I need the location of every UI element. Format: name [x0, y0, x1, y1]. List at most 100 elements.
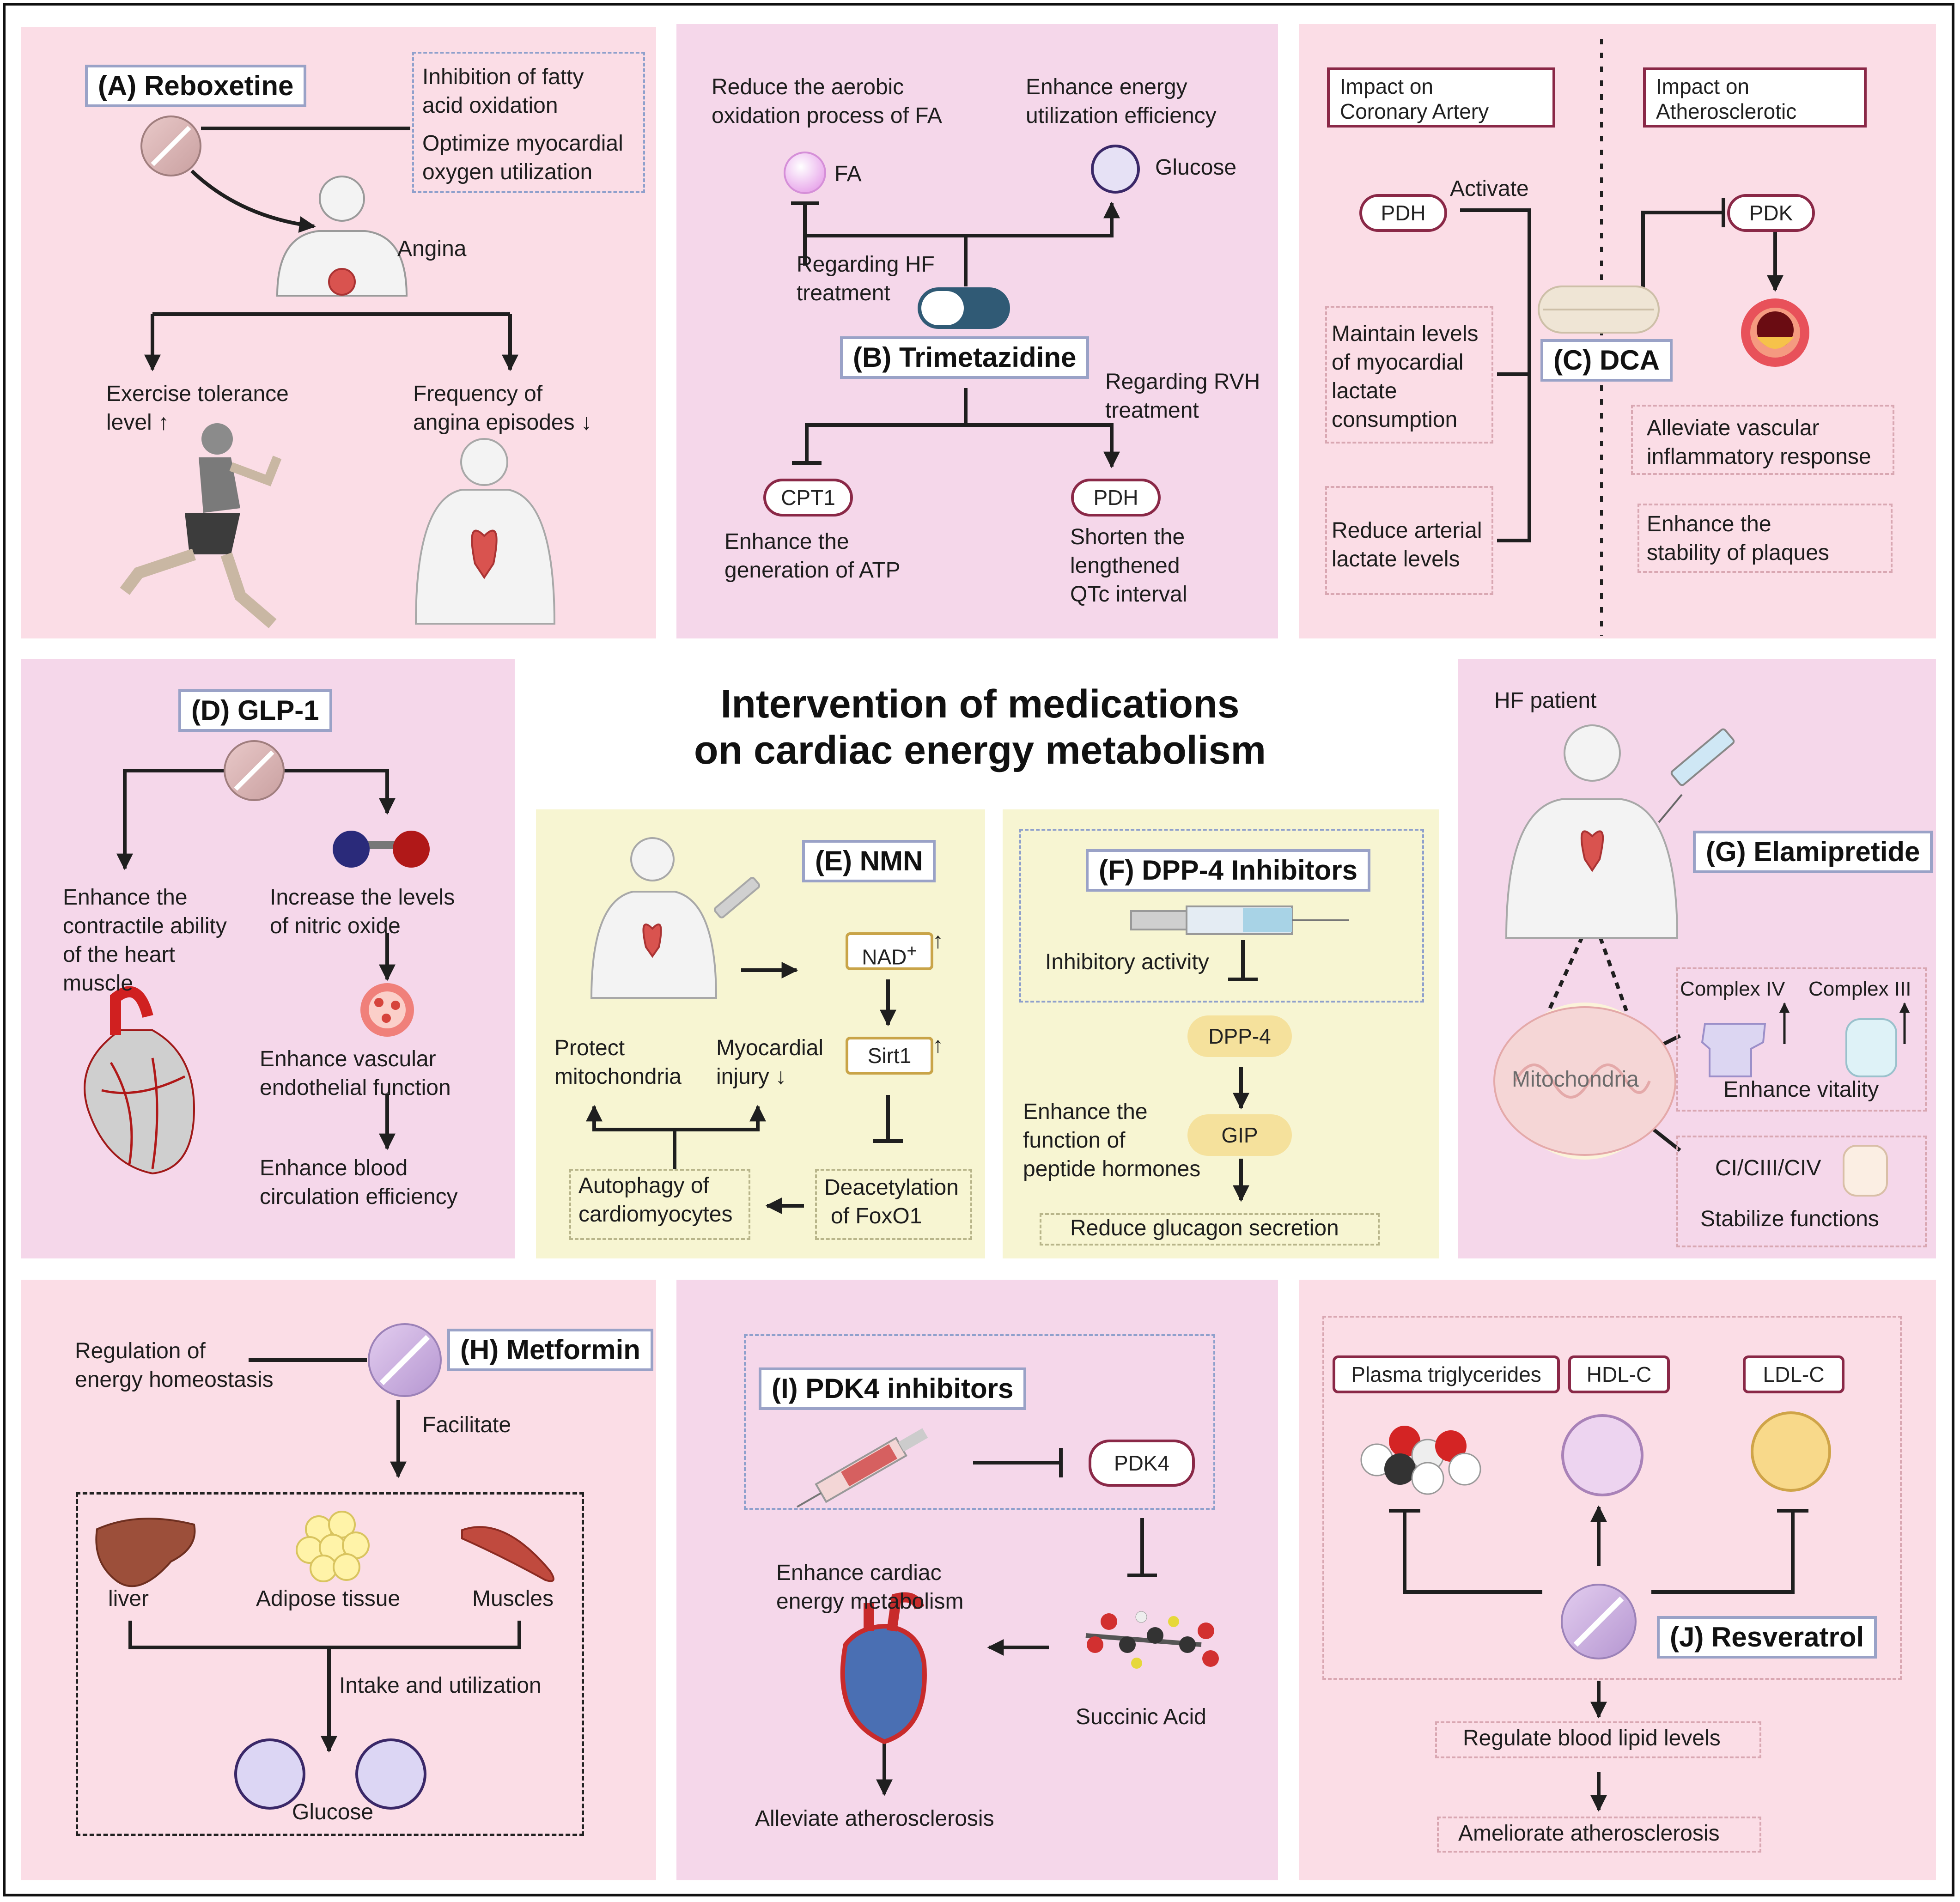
triglycerides-pill: Plasma triglycerides	[1333, 1355, 1560, 1393]
ameliorate-box	[1437, 1817, 1761, 1853]
facilitate-label: Facilitate	[422, 1413, 511, 1437]
cpt1-pill: CPT1	[763, 479, 853, 517]
trimetazidine-top-right-l1: Enhance energy	[1026, 75, 1187, 99]
trimetazidine-top-right-l2: utilization efficiency	[1026, 103, 1217, 128]
resveratrol-pill-icon	[1561, 1584, 1637, 1659]
heart-muscle-icon	[84, 986, 195, 1175]
exercise-tolerance-l1: Exercise tolerance	[106, 382, 289, 406]
sirt1-pill: Sirt1	[846, 1037, 933, 1075]
pdk4-syringe-icon	[797, 1428, 928, 1508]
energy-homeostasis-l2: energy homeostasis	[75, 1367, 274, 1392]
regulate-lipid-box	[1435, 1721, 1761, 1758]
complex-box	[1676, 967, 1927, 1112]
patient-heart-icon-a	[414, 438, 556, 625]
endothelial-l1: Enhance vascular	[260, 1047, 436, 1071]
figure-frame	[3, 3, 1954, 1896]
artery-plaque-icon	[1741, 298, 1809, 367]
impact-coronary-l2: Coronary Artery	[1340, 99, 1489, 123]
peptide-hormones-l1: Enhance the	[1023, 1100, 1148, 1124]
reboxetine-effect1-l1: Inhibition of fatty	[422, 65, 584, 89]
adipose-tissue-icon	[296, 1511, 370, 1582]
maintain-l4: consumption	[1332, 407, 1458, 432]
liver-icon	[95, 1518, 196, 1587]
pdk4-inhibitor-box	[744, 1334, 1215, 1510]
complex-iii-label: Complex III	[1808, 978, 1911, 1000]
endothelial-l2: endothelial function	[260, 1076, 451, 1100]
reduce-lactate-l1: Reduce arterial	[1332, 518, 1482, 543]
reboxetine-effect2-l2: oxygen utilization	[422, 160, 593, 184]
nitric-oxide-molecule-icon	[333, 831, 430, 868]
title-metformin: (H) Metformin	[447, 1329, 653, 1371]
intake-utilization-label: Intake and utilization	[339, 1673, 542, 1698]
fatty-acid-icon	[784, 152, 826, 194]
rvh-treatment-l2: treatment	[1105, 398, 1199, 423]
nad-superscript: +	[907, 941, 917, 961]
injury-down-arrow-icon: ↓	[775, 1064, 787, 1089]
title-dpp4-inhibitors: (F) DPP-4 Inhibitors	[1086, 849, 1370, 892]
patient-nmn-injection-icon	[590, 837, 761, 999]
impact-coronary-l1: Impact on	[1340, 74, 1433, 98]
title-dca: (C) DCA	[1540, 339, 1673, 382]
panel-b	[676, 24, 1278, 638]
hdl-pill: HDL-C	[1568, 1355, 1670, 1393]
autophagy-l2: cardiomyocytes	[578, 1202, 733, 1227]
pdk4-pill: PDK4	[1089, 1440, 1195, 1487]
glucose-icon-left	[234, 1738, 305, 1810]
triglyceride-molecule-icon	[1360, 1426, 1481, 1495]
energy-homeostasis-l1: Regulation of	[75, 1339, 206, 1363]
pdh-pill-b: PDH	[1071, 479, 1161, 517]
ci-ciii-civ-icon	[1843, 1145, 1888, 1197]
title-nmn: (E) NMN	[802, 840, 936, 882]
atp-l1: Enhance the	[724, 529, 849, 554]
angina-label: Angina	[397, 237, 467, 261]
qtc-l3: QTc interval	[1070, 582, 1187, 607]
up-arrow-icon: ↑	[158, 410, 170, 435]
pill-icon-a	[140, 115, 201, 176]
reboxetine-effect2-l1: Optimize myocardial	[422, 131, 623, 156]
deacetylation-box	[815, 1169, 972, 1240]
glp1-left-l1: Enhance the	[63, 885, 188, 910]
ci-ciii-civ-label: CI/CIII/CIV	[1715, 1156, 1821, 1180]
title-pdk4-inhibitors: (I) PDK4 inhibitors	[759, 1367, 1027, 1410]
reduce-lactate-l2: lactate levels	[1332, 547, 1460, 571]
glucose-label-h: Glucose	[292, 1800, 374, 1824]
peptide-hormones-l2: function of	[1023, 1128, 1126, 1153]
succinic-acid-label: Succinic Acid	[1076, 1705, 1206, 1729]
maintain-l1: Maintain levels	[1332, 322, 1479, 346]
complex-iv-label: Complex IV	[1680, 978, 1785, 1000]
autophagy-l1: Autophagy of	[578, 1173, 709, 1198]
maintain-l2: of myocardial	[1332, 350, 1464, 375]
adipose-label: Adipose tissue	[256, 1586, 401, 1611]
cardiac-energy-l2: energy metabolism	[776, 1589, 964, 1614]
trimetazidine-top-left-l2: oxidation process of FA	[712, 103, 942, 128]
pdh-pill-c: PDH	[1359, 194, 1447, 232]
panel-e	[536, 809, 985, 1258]
title-glp1: (D) GLP-1	[178, 689, 332, 732]
autophagy-box	[569, 1169, 750, 1240]
hf-patient-label: HF patient	[1494, 688, 1597, 713]
reboxetine-effects-box	[412, 52, 645, 193]
lipid-box	[1322, 1316, 1902, 1680]
glucose-icon-right	[355, 1738, 426, 1810]
rvh-treatment-l1: Regarding RVH	[1105, 370, 1260, 394]
nitric-oxide-l1: Increase the levels	[270, 885, 455, 910]
maintain-lactate-box	[1325, 306, 1493, 444]
protect-mito-l2: mitochondria	[554, 1064, 682, 1089]
dpp4-pill: DPP-4	[1187, 1015, 1292, 1057]
ldl-particle-icon	[1751, 1411, 1831, 1492]
muscle-icon	[461, 1526, 554, 1582]
muscles-label: Muscles	[472, 1586, 554, 1611]
deacetylation-l2: of FoxO1	[831, 1204, 922, 1228]
metformin-targets-box	[76, 1492, 584, 1836]
gip-pill: GIP	[1187, 1114, 1292, 1156]
glucose-label-b: Glucose	[1155, 155, 1237, 180]
alleviate-vascular-l1: Alleviate vascular	[1647, 416, 1820, 440]
hf-treatment-l1: Regarding HF	[797, 252, 935, 277]
glp1-left-l3: of the heart	[63, 942, 175, 967]
plaque-stability-l2: stability of plaques	[1647, 541, 1829, 565]
myocardial-injury-l1: Myocardial	[716, 1036, 824, 1060]
peptide-hormones-l3: peptide hormones	[1023, 1157, 1201, 1181]
succinic-acid-molecule-icon	[1085, 1611, 1219, 1669]
